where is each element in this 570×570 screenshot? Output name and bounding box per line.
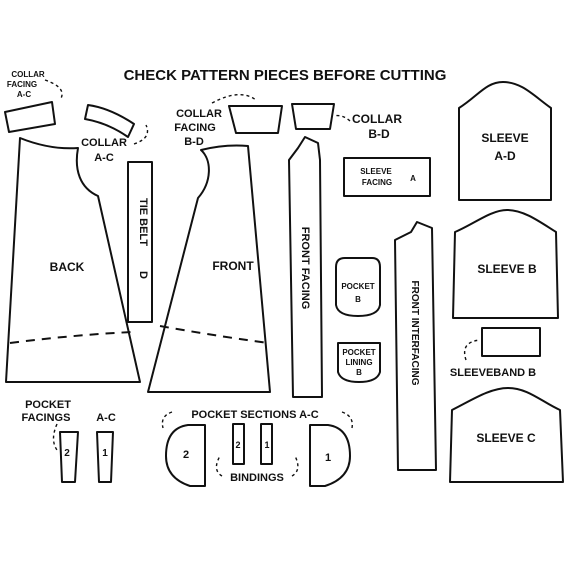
- sleeveband-label: SLEEVEBAND B: [450, 367, 536, 379]
- sleeve-c-label: SLEEVE C: [476, 431, 536, 445]
- collar-bd-label-2: B-D: [368, 127, 390, 141]
- collar-facing-bd-label-1: COLLAR: [176, 108, 222, 120]
- collar-ac-arrow: [133, 124, 149, 145]
- pocket-facings-arrow: [52, 423, 58, 451]
- tie-belt-label: TIE BELT: [137, 198, 149, 246]
- pocket-facing-2-number: 2: [64, 448, 70, 459]
- sleeve-facing-letter: A: [410, 174, 416, 183]
- pocket-sections-arrow-right: [341, 411, 353, 429]
- collar-facing-ac-label-2: FACING: [7, 80, 37, 89]
- front-interfacing-label: FRONT INTERFACING: [409, 281, 420, 386]
- page-title: CHECK PATTERN PIECES BEFORE CUTTING: [124, 67, 447, 84]
- sleeve-b-label: SLEEVE B: [477, 262, 537, 276]
- collar-facing-bd-piece: [228, 105, 283, 134]
- pocket-letter: B: [355, 295, 361, 304]
- pocket-section-2-piece: [165, 424, 206, 487]
- pocket-sections-label: POCKET SECTIONS A-C: [191, 409, 318, 421]
- tie-belt-letter: D: [137, 271, 149, 279]
- binding-2-piece: [232, 423, 245, 465]
- pocket-piece: [335, 257, 381, 317]
- collar-facing-ac-label-3: A-C: [17, 90, 31, 99]
- pocket-facing-1-piece: [96, 431, 114, 483]
- sleeve-b-piece: [452, 209, 559, 319]
- bindings-arrow-left: [215, 455, 223, 477]
- binding-1-number: 1: [264, 440, 269, 450]
- pocket-facings-label-2: FACINGS: [22, 412, 71, 424]
- front-piece: [147, 144, 271, 393]
- sleeve-facing-label-1: SLEEVE: [360, 167, 392, 176]
- collar-ac-label-1: COLLAR: [81, 137, 127, 149]
- collar-bd-arrow: [333, 114, 351, 122]
- front-facing-piece: [288, 136, 323, 398]
- binding-2-number: 2: [235, 440, 240, 450]
- pocket-facings-ac-label: A-C: [96, 412, 116, 424]
- sleeve-facing-piece: [343, 157, 431, 197]
- collar-facing-bd-label-2: FACING: [174, 122, 216, 134]
- pocket-lining-label-1: POCKET: [342, 348, 375, 357]
- front-facing-label: FRONT FACING: [299, 227, 311, 310]
- sleeve-facing-label-2: FACING: [362, 178, 392, 187]
- bindings-label: BINDINGS: [230, 472, 284, 484]
- back-label: BACK: [50, 260, 85, 274]
- pocket-facing-1-number: 1: [102, 448, 108, 459]
- pocket-label: POCKET: [341, 282, 374, 291]
- sleeveband-piece: [481, 327, 541, 357]
- pocket-section-2-number: 2: [183, 449, 189, 461]
- collar-ac-label-2: A-C: [94, 152, 114, 164]
- collar-ac-piece: [84, 104, 135, 138]
- bindings-arrow-right: [291, 455, 299, 477]
- collar-facing-ac-label-1: COLLAR: [11, 70, 45, 79]
- front-hemline: [159, 325, 269, 344]
- pocket-section-1-piece: [309, 424, 351, 487]
- sleeveband-arrow: [463, 339, 481, 361]
- pocket-lining-piece: [337, 342, 381, 383]
- pocket-facing-2-piece: [59, 431, 79, 483]
- front-label: FRONT: [212, 259, 254, 273]
- tie-belt-piece: [127, 161, 153, 323]
- collar-bd-label-1: COLLAR: [352, 112, 402, 126]
- pocket-facings-label-1: POCKET: [25, 399, 71, 411]
- sleeve-c-piece: [449, 387, 564, 483]
- pocket-section-1-number: 1: [325, 452, 331, 464]
- back-piece: [5, 137, 141, 383]
- pocket-lining-letter: B: [356, 368, 362, 377]
- front-interfacing-piece: [394, 221, 437, 471]
- collar-bd-piece: [291, 103, 335, 130]
- collar-facing-bd-label-3: B-D: [184, 136, 204, 148]
- collar-facing-ac-arrow: [44, 79, 63, 101]
- pocket-lining-label-2: LINING: [345, 358, 372, 367]
- sleeve-ad-label-1: SLEEVE: [481, 131, 528, 145]
- collar-facing-bd-arrow: [211, 94, 257, 104]
- sleeve-ad-label-2: A-D: [494, 149, 516, 163]
- binding-1-piece: [260, 423, 273, 465]
- collar-facing-ac-piece: [4, 101, 56, 133]
- sleeve-ad-piece: [458, 81, 552, 201]
- pocket-sections-arrow-left: [161, 411, 173, 429]
